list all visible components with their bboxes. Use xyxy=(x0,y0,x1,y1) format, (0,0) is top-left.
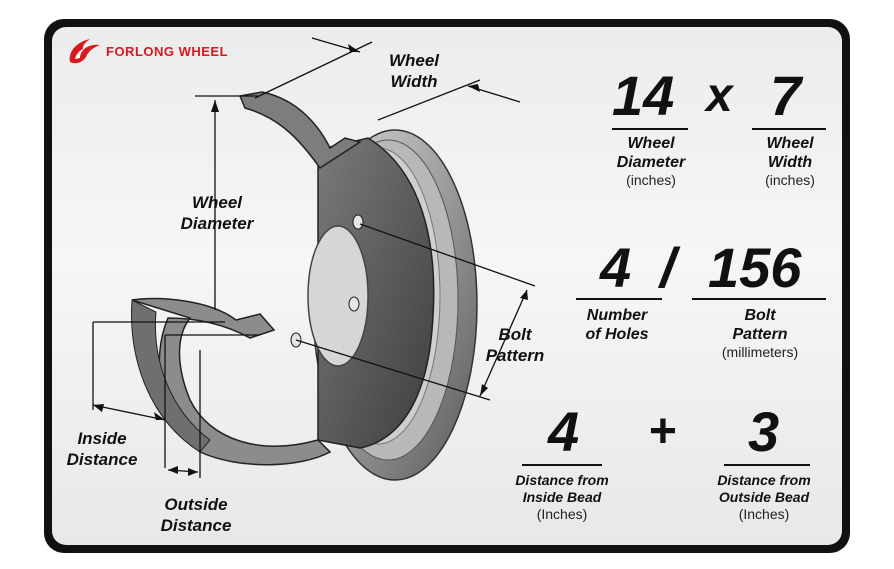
rim-section-top xyxy=(238,91,362,170)
rule xyxy=(752,128,826,130)
bolt-hole-icon xyxy=(352,214,364,230)
rule xyxy=(576,298,662,300)
rule xyxy=(724,464,810,466)
rule xyxy=(692,298,826,300)
arrow-icon xyxy=(188,468,198,476)
rule xyxy=(522,464,602,466)
label-outside-distance: Outside Distance xyxy=(160,495,232,535)
arrow-icon xyxy=(168,466,178,474)
label-wheel-width: Wheel Width xyxy=(388,51,440,91)
wheel-rim xyxy=(290,129,478,481)
arrow-icon xyxy=(520,290,528,300)
pattern-caption: Bolt Pattern (millimeters) xyxy=(721,307,799,360)
arrow-icon xyxy=(154,412,165,420)
arrow-icon xyxy=(93,404,104,412)
arrow-icon xyxy=(480,384,488,396)
diameter-value: 14 xyxy=(612,64,675,127)
inside-caption: Distance from Inside Bead (Inches) xyxy=(515,472,609,522)
size-separator: x xyxy=(706,69,733,122)
width-caption: Wheel Width (inches) xyxy=(765,135,815,188)
holes-caption: Number of Holes xyxy=(585,307,649,343)
diameter-caption: Wheel Diameter (inches) xyxy=(616,135,686,188)
plus-sign: + xyxy=(648,405,677,458)
outside-value: 3 xyxy=(748,400,780,463)
arrow-icon xyxy=(211,100,219,112)
holes-value: 4 xyxy=(600,236,632,299)
arrow-icon xyxy=(348,44,360,52)
label-wheel-diameter: Wheel Diameter xyxy=(180,193,254,233)
bolt-hole-icon xyxy=(348,296,360,312)
brand-logo: FORLONG WHEEL xyxy=(66,36,228,66)
label-bolt-pattern: Bolt Pattern xyxy=(485,325,545,365)
inside-value: 4 xyxy=(548,400,580,463)
pattern-value: 156 xyxy=(708,236,802,299)
outside-caption: Distance from Outside Bead (Inches) xyxy=(717,472,811,522)
arrow-icon xyxy=(468,84,480,92)
flame-logo-icon xyxy=(69,39,100,64)
brand-name: FORLONG WHEEL xyxy=(106,43,229,59)
bolt-separator: / xyxy=(660,236,676,299)
width-value: 7 xyxy=(770,64,802,127)
label-inside-distance: Inside Distance xyxy=(66,429,138,469)
rule xyxy=(612,128,688,130)
